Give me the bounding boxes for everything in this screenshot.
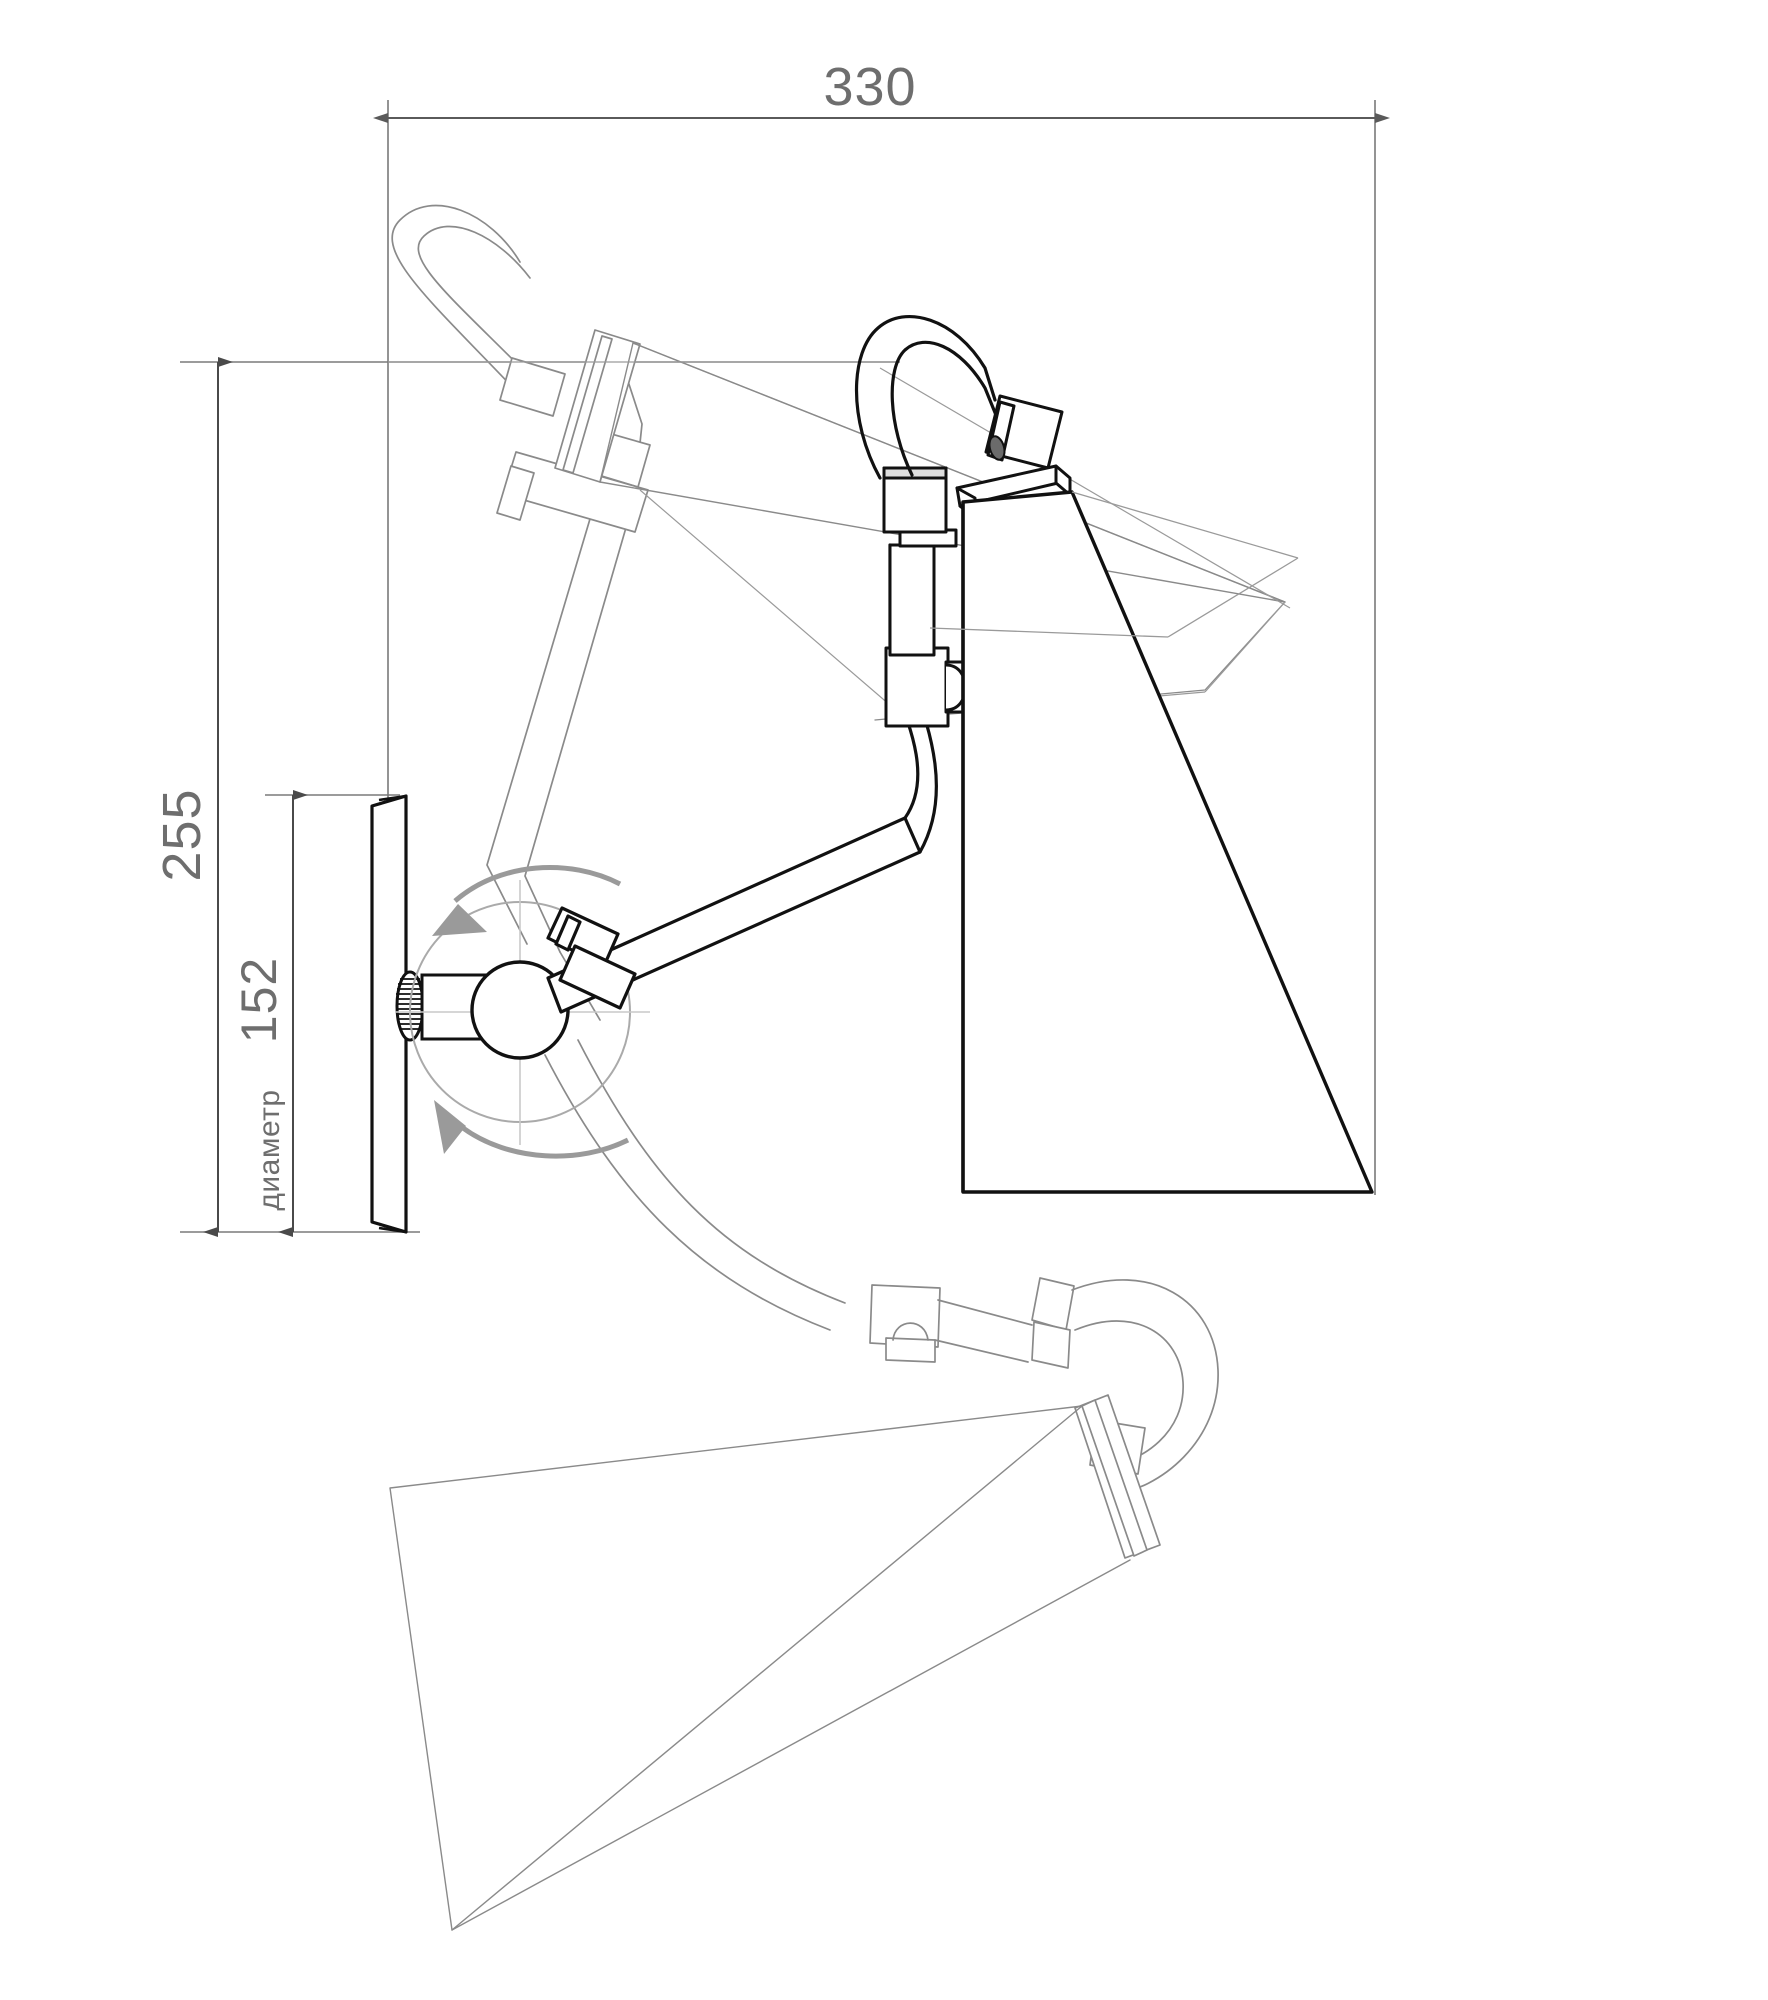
shade-mount-screw xyxy=(988,435,1006,461)
ghost-lower-arm-edge-2 xyxy=(577,1039,846,1304)
ghost-lower-elbow-curve xyxy=(892,1322,929,1341)
diameter-dimension-prefix: диаметр xyxy=(253,1089,286,1210)
diameter-dimension-value: 152 xyxy=(231,957,287,1043)
rotation-arrow-upper-arc xyxy=(453,864,622,903)
rotation-arrow-lower-arc xyxy=(461,1125,630,1159)
ghost-position-lower xyxy=(389,1039,1219,1931)
wall-plate-top-chamfer xyxy=(378,794,407,802)
ghost-lower-elbow-stub xyxy=(885,1337,936,1363)
cone-proj-1 xyxy=(1071,491,1299,559)
width-dimension: 330 xyxy=(373,57,1390,123)
ghost-lower-arm-edge-1 xyxy=(544,1054,831,1331)
construction-diag-2 xyxy=(1204,601,1286,693)
vertical-shaft xyxy=(888,528,958,657)
wall-mounting-plate xyxy=(370,794,408,1234)
wall-plate-bottom-chamfer xyxy=(378,1226,407,1234)
ghost-position-upper xyxy=(391,204,1286,1021)
ghost-upper-handle-outer xyxy=(391,204,521,396)
ghost-lower-flange-edge xyxy=(1081,1399,1148,1557)
shade-mount-block xyxy=(984,394,1064,470)
cone-proj-2 xyxy=(1167,557,1299,638)
rotation-arrow-upper-head xyxy=(432,904,487,936)
cone-shade xyxy=(961,490,1374,1194)
height-dimension-label: 255 xyxy=(152,788,212,881)
ghost-lower-elbow xyxy=(869,1284,941,1348)
vertical-shaft-body xyxy=(888,543,936,657)
ghost-lower-handle-outer xyxy=(1071,1279,1219,1496)
construction-diag-4 xyxy=(639,489,906,719)
ghost-upper-handle-inner xyxy=(417,225,539,386)
ghost-lower-straight-1 xyxy=(937,1299,1033,1326)
shaft-collar-cap xyxy=(882,466,948,480)
diameter-dimension: 152 диаметр xyxy=(231,790,308,1237)
width-dimension-label: 330 xyxy=(823,57,916,117)
rotation-arrows xyxy=(432,864,630,1159)
lower-arm-cuff-2 xyxy=(558,944,637,1010)
cone-projection-lines xyxy=(929,491,1299,638)
construction-diag-1 xyxy=(879,367,1291,609)
loop-handle-outer xyxy=(854,314,997,480)
ghost-lower-straight-2 xyxy=(934,1339,1029,1363)
construction-lines xyxy=(388,361,1291,719)
ghost-lower-collar-b xyxy=(1031,1321,1071,1369)
loop-handle xyxy=(854,314,1000,480)
lower-arm-cuff-inner xyxy=(554,914,582,952)
rotation-arrow-lower-head xyxy=(434,1100,466,1154)
elbow-block-body xyxy=(884,646,950,728)
shaft-top-collar xyxy=(882,466,948,534)
loop-handle-inner xyxy=(890,340,1000,477)
cone-proj-3 xyxy=(929,627,1169,638)
ghost-lower-shade-cone-edge xyxy=(451,1559,1131,1931)
height-dimension: 255 xyxy=(152,357,233,1237)
ghost-upper-handle-collar xyxy=(499,357,566,417)
ghost-lower-shade-cone xyxy=(389,1405,1083,1931)
ghost-upper-knuckle-ring xyxy=(496,465,535,521)
ghost-upper-flange-edge xyxy=(562,335,613,474)
